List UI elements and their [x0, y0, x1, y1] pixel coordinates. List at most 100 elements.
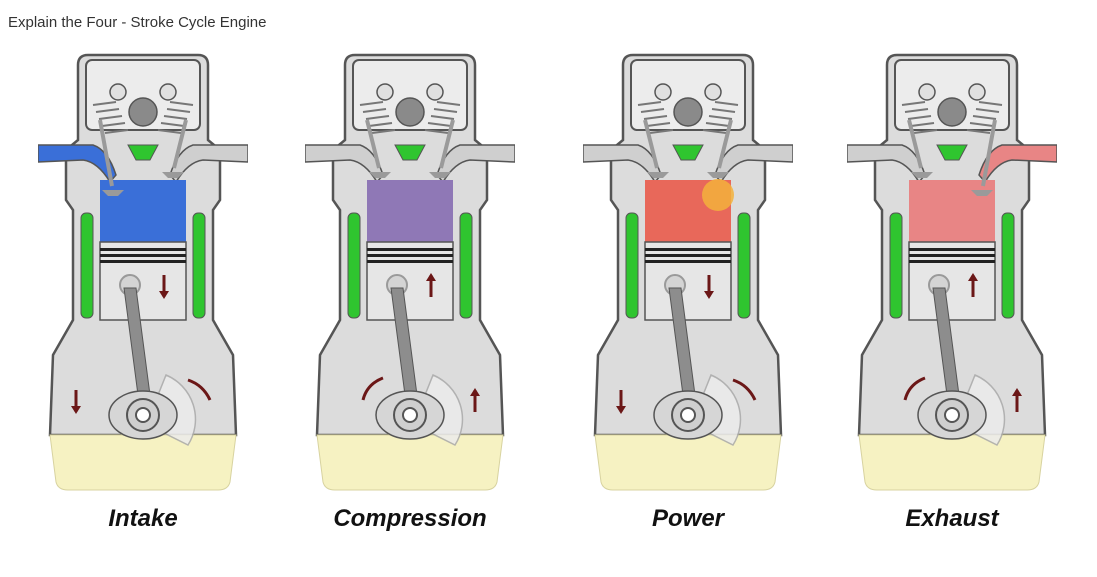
valve-spring-coil-exhaust [708, 115, 733, 120]
coolant-jacket-left [347, 212, 361, 319]
valve-spring-coil-intake [646, 122, 671, 127]
valve-spring-coil-intake [104, 129, 129, 134]
spark-plug [936, 144, 968, 161]
engine-illustration [38, 53, 248, 491]
rod-motion-arrow [71, 390, 81, 414]
valve-spring-coil-intake [901, 101, 926, 106]
intake-valve-stem [365, 119, 381, 169]
valve-spring-coil-intake [904, 108, 929, 113]
piston-ring [645, 254, 731, 257]
spark-plug [127, 144, 159, 161]
oil-sump [49, 434, 237, 491]
intake-valve-head [647, 172, 669, 178]
piston [366, 241, 454, 321]
piston [99, 241, 187, 321]
coolant-jacket-right [1001, 212, 1015, 319]
spark-plug [394, 144, 426, 161]
exhaust-valve-head [429, 172, 451, 178]
valve-spring-coil-exhaust [163, 115, 188, 120]
engine-diagram-compression: Compression [305, 50, 515, 535]
crankshaft-bolt [680, 407, 696, 423]
crankshaft-bolt [135, 407, 151, 423]
piston-ring [645, 248, 731, 251]
stroke-label: Exhaust [905, 505, 999, 532]
valve-spring-coil-exhaust [169, 101, 194, 106]
rocker-pivot-left [918, 83, 936, 101]
combustion-gas [909, 180, 995, 242]
valve-spring-coil-intake [98, 115, 123, 120]
piston [644, 241, 732, 321]
engine-diagram-exhaust: Exhaust [847, 50, 1057, 535]
intake-valve-head [102, 190, 124, 196]
spark-flash [702, 179, 734, 211]
rocker-pivot-right [968, 83, 986, 101]
crank-rotation-arrow [903, 376, 926, 401]
coolant-jacket-left [625, 212, 639, 319]
camshaft [673, 97, 703, 127]
crankshaft-bolt [402, 407, 418, 423]
valve-spring-coil-exhaust [966, 129, 991, 134]
coolant-jacket-left [889, 212, 903, 319]
rod-motion-arrow [616, 390, 626, 414]
camshaft [395, 97, 425, 127]
valve-spring-coil-intake [643, 115, 668, 120]
piston-ring [100, 248, 186, 251]
piston-ring [909, 260, 995, 263]
valve-spring-coil-intake [913, 129, 938, 134]
valve-spring-coil-intake [371, 129, 396, 134]
piston-ring [645, 260, 731, 263]
coolant-jacket-right [737, 212, 751, 319]
rocker-pivot-right [704, 83, 722, 101]
valve-spring-coil-exhaust [160, 122, 185, 127]
valve-spring-coil-exhaust [714, 101, 739, 106]
camshaft [128, 97, 158, 127]
stroke-label: Compression [333, 505, 487, 532]
valve-spring-coil-exhaust [433, 108, 458, 113]
valve-spring-coil-exhaust [436, 101, 461, 106]
crankshaft-bolt [944, 407, 960, 423]
intake-valve-head [369, 172, 391, 178]
cylinder-head-cover [894, 59, 1010, 131]
combustion-gas [367, 180, 453, 242]
oil-sump [316, 434, 504, 491]
piston-motion-arrow [704, 275, 714, 299]
rocker-pivot-left [654, 83, 672, 101]
valve-spring-coil-intake [92, 101, 117, 106]
piston-motion-arrow [426, 273, 436, 297]
valve-spring-coil-intake [368, 122, 393, 127]
valve-spring-coil-exhaust [424, 129, 449, 134]
combustion-gas [100, 180, 186, 242]
valve-spring-coil-intake [910, 122, 935, 127]
valve-spring-coil-intake [907, 115, 932, 120]
piston-ring [100, 254, 186, 257]
cylinder-head-cover [85, 59, 201, 131]
intake-valve-stem [98, 119, 114, 187]
exhaust-valve-head [162, 172, 184, 178]
camshaft [937, 97, 967, 127]
valve-spring-coil-exhaust [166, 108, 191, 113]
intake-valve-head [911, 172, 933, 178]
piston-ring [100, 260, 186, 263]
valve-spring-coil-intake [637, 101, 662, 106]
exhaust-valve-head [971, 190, 993, 196]
page-title: Explain the Four - Stroke Cycle Engine [8, 14, 267, 31]
valve-spring-coil-exhaust [978, 101, 1003, 106]
valve-spring-coil-exhaust [702, 129, 727, 134]
cylinder-head-cover [352, 59, 468, 131]
exhaust-valve-stem [439, 119, 455, 169]
piston-ring [367, 260, 453, 263]
valve-spring-coil-intake [649, 129, 674, 134]
oil-sump [594, 434, 782, 491]
exhaust-valve-head [707, 172, 729, 178]
intake-valve-stem [907, 119, 923, 169]
rocker-pivot-right [426, 83, 444, 101]
oil-sump [858, 434, 1046, 491]
rocker-pivot-left [109, 83, 127, 101]
crank-rotation-arrow [187, 378, 212, 401]
piston [908, 241, 996, 321]
stroke-label: Intake [108, 505, 178, 532]
valve-spring-coil-intake [95, 108, 120, 113]
valve-spring-coil-exhaust [157, 129, 182, 134]
rocker-pivot-left [376, 83, 394, 101]
valve-spring-coil-intake [359, 101, 384, 106]
